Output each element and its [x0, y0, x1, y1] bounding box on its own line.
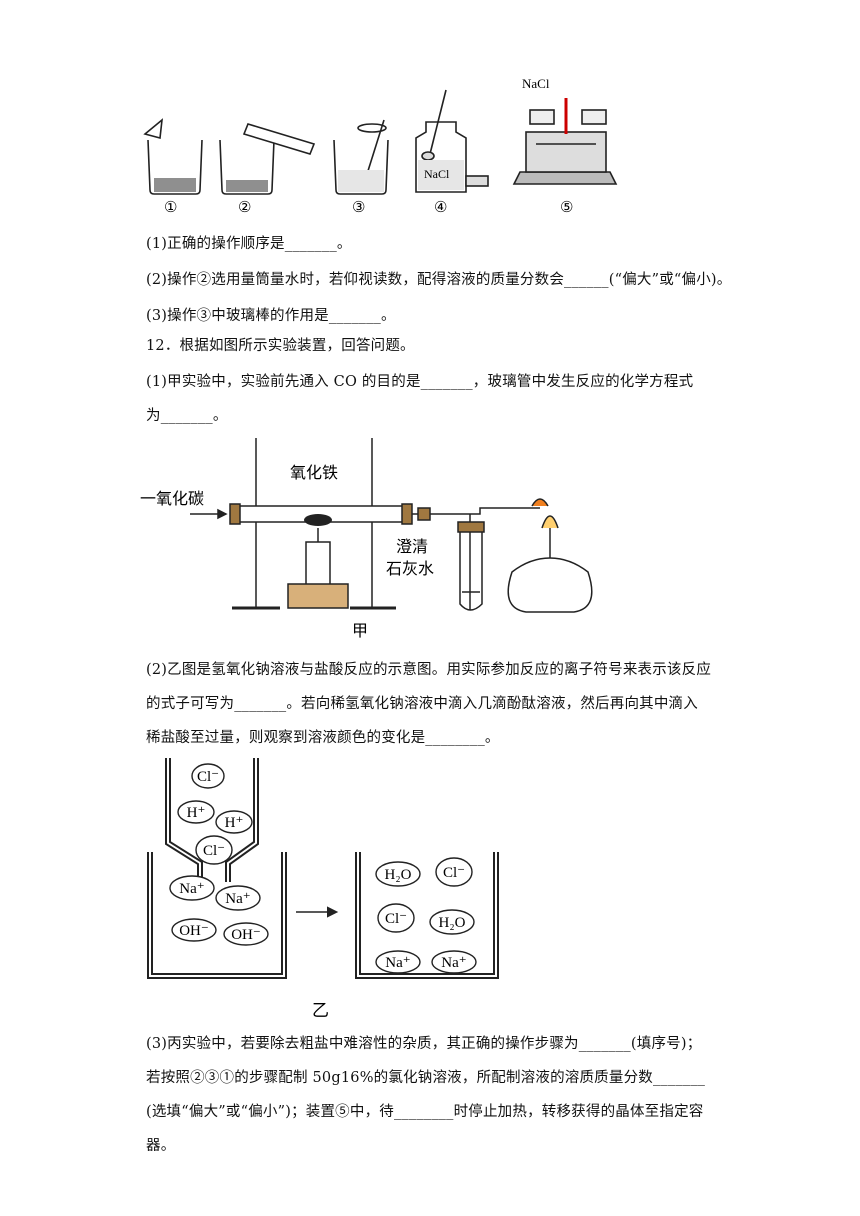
- ion-label: H₂O: [385, 867, 412, 883]
- iron-oxide-label: 氧化铁: [290, 464, 338, 482]
- q12-part2-line2: 的式子可写为_______。若向稀氢氧化钠溶液中滴入几滴酚酞溶液，然后再向其中滴…: [146, 696, 698, 712]
- ion-label: Cl⁻: [203, 843, 225, 859]
- q12-part2-line1: (2)乙图是氢氧化钠溶液与盐酸反应的示意图。用实际参加反应的离子符号来表示该反应: [146, 662, 712, 678]
- neutralization-diagram: Cl⁻ H⁺ H⁺ Cl⁻ Na⁺ Na⁺ OH⁻ OH⁻ H₂O Cl⁻ Cl…: [147, 758, 499, 1020]
- q11-part2: (2)操作②选用量筒量水时，若仰视读数，配得溶液的质量分数会______(“偏大…: [146, 272, 732, 288]
- ion-label: H₂O: [439, 915, 466, 931]
- step-label: ②: [238, 200, 251, 216]
- co-reduction-apparatus: 一氧化碳 氧化铁 澄清 石灰水 甲: [140, 438, 593, 640]
- ion-label: Cl⁻: [443, 865, 465, 881]
- figure-caption-yi: 乙: [312, 1001, 329, 1020]
- step-label: ③: [352, 200, 365, 216]
- ion-label: Cl⁻: [385, 911, 407, 927]
- q11-part3: (3)操作③中玻璃棒的作用是_______。: [146, 308, 396, 324]
- limewater-label-2: 石灰水: [386, 560, 434, 578]
- ion-label: H⁺: [225, 815, 244, 831]
- step-label: ④: [434, 200, 447, 216]
- ion-label: H⁺: [187, 805, 206, 821]
- q12-part1-line1: (1)甲实验中，实验前先通入 CO 的目的是_______，玻璃管中发生反应的化…: [146, 374, 694, 390]
- q12-part3-line4: 器。: [146, 1138, 176, 1154]
- ion-label: OH⁻: [231, 927, 261, 943]
- balance-nacl-label: NaCl: [522, 76, 550, 91]
- ion-label: Na⁺: [179, 881, 204, 897]
- q12-part3-line1: (3)丙实验中，若要除去粗盐中难溶性的杂质，其正确的操作步骤为_______(填…: [146, 1036, 702, 1052]
- ion-label: Na⁺: [441, 955, 466, 971]
- step-label: ①: [164, 200, 177, 216]
- jar-nacl-label: NaCl: [424, 167, 450, 181]
- ion-label: Na⁺: [385, 955, 410, 971]
- q12-part3-line3: (选填“偏大”或“偏小”)；装置⑤中，待________时停止加热，转移获得的晶…: [146, 1104, 704, 1120]
- ion-label: OH⁻: [179, 923, 209, 939]
- q12-part1-line2: 为_______。: [146, 408, 228, 424]
- figure-caption-jia: 甲: [352, 623, 368, 640]
- limewater-label-1: 澄清: [396, 538, 428, 556]
- q12-part3-line2: 若按照②③①的步骤配制 50g16%的氯化钠溶液，所配制溶液的溶质质量分数___…: [146, 1070, 706, 1086]
- q11-part1: (1)正确的操作顺序是_______。: [146, 236, 352, 252]
- ion-label: Na⁺: [225, 891, 250, 907]
- co-label: 一氧化碳: [140, 490, 204, 508]
- solution-prep-figure: NaCl NaCl ① ② ③ ④ ⑤: [143, 76, 618, 216]
- step-label: ⑤: [560, 200, 573, 216]
- q12-part2-line3: 稀盐酸至过量，则观察到溶液颜色的变化是________。: [146, 730, 500, 746]
- ion-label: Cl⁻: [197, 769, 219, 785]
- q12-stem: 12．根据如图所示实验装置，回答问题。: [146, 338, 415, 354]
